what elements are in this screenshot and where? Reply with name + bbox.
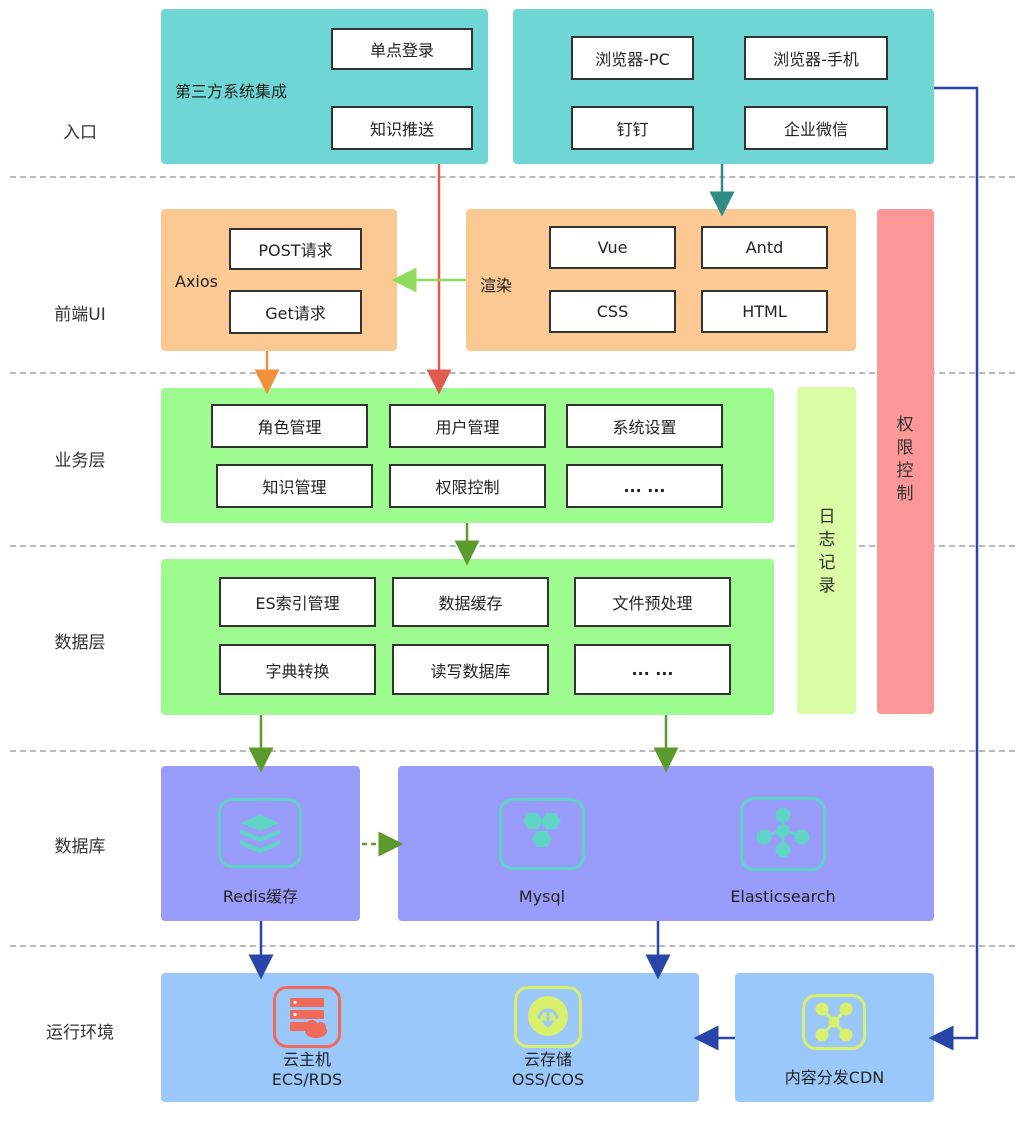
rw-database-box: 读写数据库 (392, 644, 549, 695)
get-request-box: Get请求 (229, 290, 362, 334)
html-box: HTML (701, 290, 828, 333)
cloud-host-caption-line1: 云主机 (282, 1050, 331, 1069)
mysql-es-panel (398, 766, 934, 921)
runtime-panel (161, 973, 699, 1102)
cloud-host-caption-line2: ECS/RDS (271, 1070, 343, 1089)
role-management-box: 角色管理 (211, 404, 368, 448)
permission-control-box: 权限控制 (389, 464, 546, 508)
file-preprocess-box: 文件预处理 (574, 577, 731, 627)
knowledge-management-box: 知识管理 (216, 464, 373, 508)
wecom-box: 企业微信 (744, 106, 888, 150)
dict-convert-box: 字典转换 (219, 644, 376, 695)
log-panel (797, 387, 856, 714)
layer-label-database: 数据库 (54, 837, 106, 857)
axios-title: Axios (175, 272, 218, 291)
browser-pc-box: 浏览器-PC (571, 36, 694, 80)
layer-label-frontend: 前端UI (54, 305, 106, 325)
business-more-box: ... ... (566, 464, 723, 508)
dingtalk-box: 钉钉 (571, 106, 694, 150)
permission-label: 权限控制 (896, 415, 914, 504)
layer-divider (10, 372, 1015, 374)
render-title: 渲染 (480, 276, 513, 295)
vue-box: Vue (549, 226, 676, 269)
layer-label-runtime: 运行环境 (46, 1023, 114, 1043)
cloud-host-caption: 云主机 ECS/RDS (240, 1050, 374, 1090)
layer-divider (10, 945, 1015, 947)
cdn-icon (802, 994, 866, 1050)
elasticsearch-icon (740, 797, 826, 871)
log-label: 日志记录 (818, 507, 836, 596)
data-cache-box: 数据缓存 (392, 577, 549, 627)
layer-divider (10, 176, 1015, 178)
mysql-icon (499, 798, 585, 870)
redis-caption: Redis缓存 (222, 887, 299, 906)
layer-divider (10, 750, 1015, 752)
cloud-storage-caption-line2: OSS/COS (511, 1070, 585, 1089)
layer-label-entry: 入口 (63, 123, 97, 143)
sso-box: 单点登录 (331, 28, 473, 70)
data-more-box: ... ... (574, 644, 731, 695)
system-settings-box: 系统设置 (566, 404, 723, 448)
cloud-storage-icon (514, 986, 582, 1048)
layer-divider (10, 545, 1015, 547)
mysql-caption: Mysql (518, 887, 566, 906)
third-party-integration-title: 第三方系统集成 (175, 82, 288, 101)
user-management-box: 用户管理 (389, 404, 546, 448)
permission-panel (877, 209, 934, 714)
browser-mobile-box: 浏览器-手机 (744, 36, 888, 80)
knowledge-push-box: 知识推送 (331, 106, 473, 150)
css-box: CSS (549, 290, 676, 333)
cloud-storage-caption-line1: 云存储 (523, 1050, 572, 1069)
elasticsearch-caption: Elasticsearch (730, 887, 836, 906)
arrow-clients-to-cdn (928, 86, 979, 1051)
antd-box: Antd (701, 226, 828, 269)
layer-label-business: 业务层 (54, 451, 106, 471)
redis-panel (161, 766, 360, 921)
post-request-box: POST请求 (229, 228, 362, 270)
layer-label-data: 数据层 (54, 633, 106, 653)
cloud-storage-caption: 云存储 OSS/COS (481, 1050, 615, 1090)
es-index-box: ES索引管理 (219, 577, 376, 627)
cdn-caption: 内容分发CDN (784, 1068, 885, 1087)
redis-icon (218, 798, 302, 868)
cloud-host-icon (273, 986, 341, 1048)
